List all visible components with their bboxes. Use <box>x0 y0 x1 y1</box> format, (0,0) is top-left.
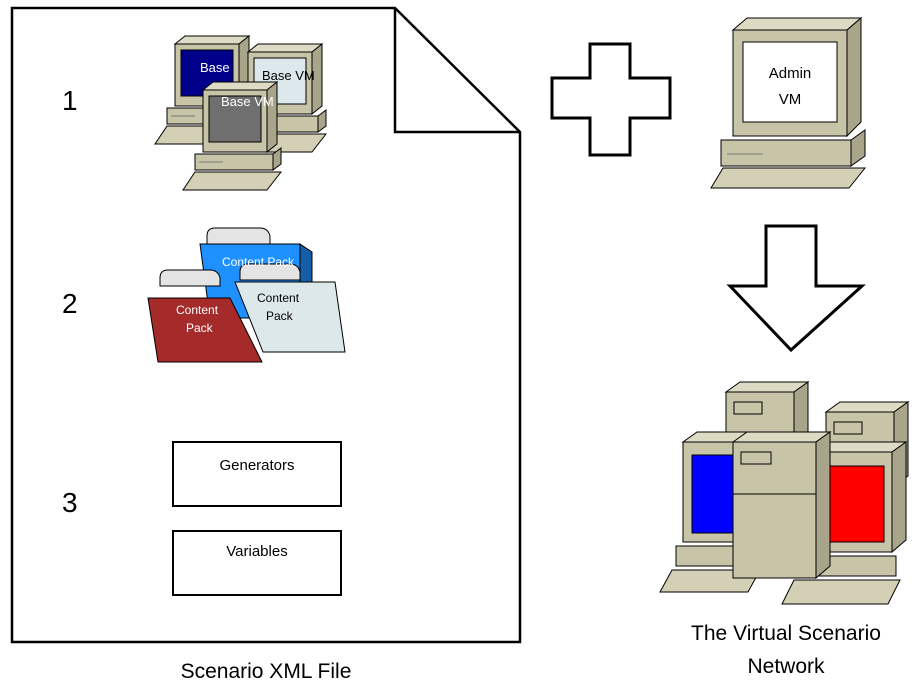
variables-label: Variables <box>226 543 287 560</box>
step-number-2: 2 <box>62 288 78 319</box>
network-caption-line1: The Virtual Scenario <box>691 622 881 645</box>
base-vm-label-front: Base VM <box>221 94 274 109</box>
step-number-1: 1 <box>62 85 78 116</box>
variables-box <box>172 530 342 596</box>
down-arrow-icon <box>726 224 866 353</box>
plus-icon <box>550 42 672 157</box>
base-vm-label-back-right: Base VM <box>262 68 315 83</box>
admin-vm-label-line2: VM <box>779 91 802 108</box>
content-pack-label-blue: Content Pack <box>222 255 295 269</box>
content-pack-folder-red <box>147 269 263 363</box>
network-caption-line2: Network <box>747 655 825 678</box>
generators-box <box>172 441 342 507</box>
generators-label: Generators <box>219 457 294 474</box>
content-pack-folder-pale <box>234 263 346 353</box>
network-cluster <box>659 381 910 605</box>
network-tower-center <box>731 431 832 580</box>
document-fold <box>393 8 520 134</box>
admin-vm-computer <box>710 16 867 189</box>
base-vm-computer-front <box>182 81 282 191</box>
document-caption: Scenario XML File <box>181 660 352 683</box>
base-vm-label-back-left: Base <box>200 60 230 75</box>
admin-vm-label-line1: Admin <box>769 65 812 82</box>
step-number-3: 3 <box>62 487 78 518</box>
